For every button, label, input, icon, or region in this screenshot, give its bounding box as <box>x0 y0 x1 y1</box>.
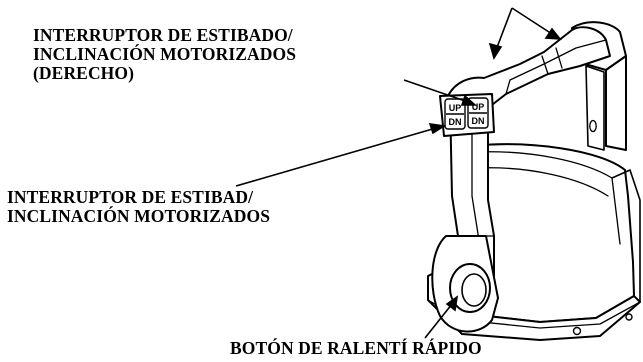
left-switch-up-text: UP <box>449 103 462 113</box>
back-lever-slot <box>589 119 597 133</box>
label-left-line-2: INCLINACIÓN MOTORIZADOS <box>7 206 271 226</box>
label-power-trim-switch-right: INTERRUPTOR DE ESTIBADO/ INCLINACIÓN MOT… <box>33 26 296 83</box>
right-switch-up-text: UP <box>472 102 485 112</box>
handle-grip-band <box>541 47 563 75</box>
right-switch-dn-text: DN <box>472 116 485 126</box>
arrowhead-fast-idle <box>445 295 459 312</box>
back-lever-plate <box>585 65 605 151</box>
label-power-trim-switch: INTERRUPTOR DE ESTIBAD/ INCLINACIÓN MOTO… <box>7 188 270 226</box>
label-fast-idle-button: BOTÓN DE RALENTÍ RÁPIDO <box>230 338 482 358</box>
handle-crossbar <box>447 26 611 109</box>
housing-curve-2 <box>477 167 609 197</box>
label-right-line-3: (DERECHO) <box>33 63 135 83</box>
mount-hole-3 <box>625 313 633 321</box>
label-right-line-1: INTERRUPTOR DE ESTIBADO/ <box>33 25 293 45</box>
left-switch-dn-text: DN <box>449 117 462 127</box>
leader-top-right <box>511 7 553 35</box>
leader-left-switch <box>235 127 437 187</box>
leader-right-switch <box>403 79 469 103</box>
leader-fast-idle <box>424 303 453 339</box>
arrowhead-top-right <box>544 27 562 40</box>
mount-hole-2 <box>572 326 582 336</box>
arrowhead-right-switch <box>460 94 478 106</box>
label-left-line-1: INTERRUPTOR DE ESTIBAD/ <box>7 187 254 207</box>
arrowhead-top-left <box>488 42 503 60</box>
back-lever-arm <box>605 55 627 151</box>
fast-idle-button-inner <box>461 273 487 307</box>
leader-top-left <box>495 7 513 51</box>
label-right-line-2: INCLINACIÓN MOTORIZADOS <box>33 44 297 64</box>
housing-curve-1 <box>475 151 621 245</box>
arrowhead-left-switch <box>428 123 447 135</box>
